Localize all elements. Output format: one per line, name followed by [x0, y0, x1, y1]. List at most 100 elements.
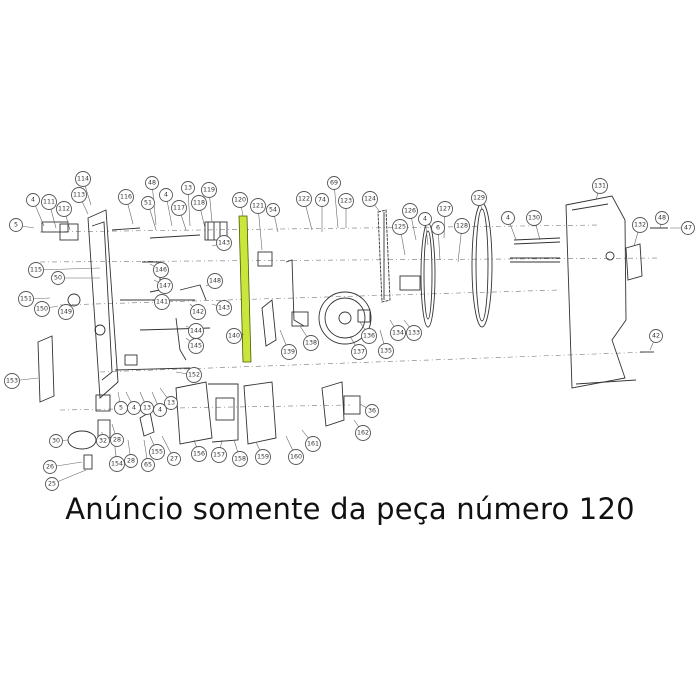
callout-label: 138: [305, 340, 317, 347]
callout-65: 65: [141, 458, 155, 472]
callout-69: 69: [327, 176, 341, 190]
callout-121: 121: [250, 198, 266, 214]
callout-137: 137: [351, 344, 367, 360]
callout-159: 159: [255, 449, 271, 465]
assembly-axes: [39, 224, 661, 411]
callout-51: 51: [141, 196, 155, 210]
callout-label: 115: [30, 267, 42, 274]
callout-label: 139: [283, 349, 295, 356]
callout-112: 112: [56, 201, 72, 217]
callout-143: 143: [216, 235, 232, 251]
sprocket-129: [471, 202, 493, 328]
callout-bubble: [141, 196, 155, 210]
left-small-parts: [41, 221, 211, 371]
callout-label: 156: [193, 451, 205, 458]
callout-132: 132: [632, 217, 648, 233]
callout-142: 142: [190, 304, 206, 320]
callout-bubble: [9, 218, 23, 232]
callout-label: 6: [436, 225, 440, 232]
callout-bubble: [153, 403, 167, 417]
callout-bubble: [145, 176, 159, 190]
callout-28: 28: [110, 433, 124, 447]
callout-bubble: [211, 447, 227, 463]
callout-bubble: [431, 221, 445, 235]
callout-131: 131: [592, 178, 608, 194]
callout-157: 157: [211, 447, 227, 463]
callout-136: 136: [361, 328, 377, 344]
callout-label: 136: [363, 333, 375, 340]
callout-6: 6: [431, 221, 445, 235]
callout-label: 4: [31, 197, 35, 204]
callout-135: 135: [378, 343, 394, 359]
callout-47: 47: [681, 221, 695, 235]
callout-label: 157: [213, 452, 225, 459]
callout-label: 121: [252, 203, 264, 210]
callout-bubble: [226, 328, 242, 344]
callout-119: 119: [201, 182, 217, 198]
callout-116: 116: [118, 189, 134, 205]
callout-label: 27: [170, 456, 178, 463]
callout-label: 145: [190, 343, 202, 350]
callout-bubble: [592, 178, 608, 194]
callout-bubble: [141, 458, 155, 472]
callout-label: 137: [353, 349, 365, 356]
callout-bubble: [43, 460, 57, 474]
callout-bubble: [338, 193, 354, 209]
callout-bubble: [632, 217, 648, 233]
callout-label: 74: [318, 197, 326, 204]
callout-label: 48: [658, 215, 666, 222]
callout-label: 122: [298, 196, 310, 203]
callout-label: 69: [330, 180, 338, 187]
callout-129: 129: [471, 190, 487, 206]
callout-bubble: [437, 201, 453, 217]
callout-label: 133: [408, 330, 420, 337]
cover-plate-153: [37, 335, 55, 403]
callout-133: 133: [406, 325, 422, 341]
callout-bubble: [232, 451, 248, 467]
callout-bubble: [171, 200, 187, 216]
callout-144: 144: [188, 323, 204, 339]
callout-label: 118: [193, 200, 205, 207]
callout-117: 117: [171, 200, 187, 216]
callout-label: 47: [684, 225, 692, 232]
callout-label: 143: [218, 305, 230, 312]
callout-label: 159: [257, 454, 269, 461]
callout-36: 36: [365, 404, 379, 418]
callout-label: 113: [73, 192, 85, 199]
callout-74: 74: [315, 193, 329, 207]
callout-bubble: [649, 329, 663, 343]
callout-label: 149: [60, 309, 72, 316]
callout-113: 113: [71, 187, 87, 203]
callout-label: 134: [392, 330, 404, 337]
callout-label: 148: [209, 278, 221, 285]
callout-label: 146: [155, 267, 167, 274]
callout-label: 131: [594, 183, 606, 190]
callout-bubble: [296, 191, 312, 207]
callout-150: 150: [34, 301, 50, 317]
callout-bubble: [378, 343, 394, 359]
callout-bubble: [216, 235, 232, 251]
callout-bubble: [207, 273, 223, 289]
callout-130: 130: [526, 210, 542, 226]
callout-123: 123: [338, 193, 354, 209]
callout-bubble: [58, 304, 74, 320]
callout-143: 143: [216, 300, 232, 316]
callout-label: 130: [528, 215, 540, 222]
callout-32: 32: [96, 434, 110, 448]
callout-label: 4: [158, 407, 162, 414]
callout-bubble: [361, 328, 377, 344]
callout-bubble: [26, 193, 40, 207]
callout-4: 4: [418, 212, 432, 226]
callout-bubble: [201, 182, 217, 198]
callout-label: 54: [269, 207, 277, 214]
callout-26: 26: [43, 460, 57, 474]
callout-141: 141: [154, 294, 170, 310]
callout-4: 4: [26, 193, 40, 207]
callout-label: 120: [234, 197, 246, 204]
callout-145: 145: [188, 338, 204, 354]
callout-label: 123: [340, 198, 352, 205]
callout-50: 50: [51, 271, 65, 285]
sprocket-126: [399, 222, 436, 328]
callout-bubble: [355, 425, 371, 441]
